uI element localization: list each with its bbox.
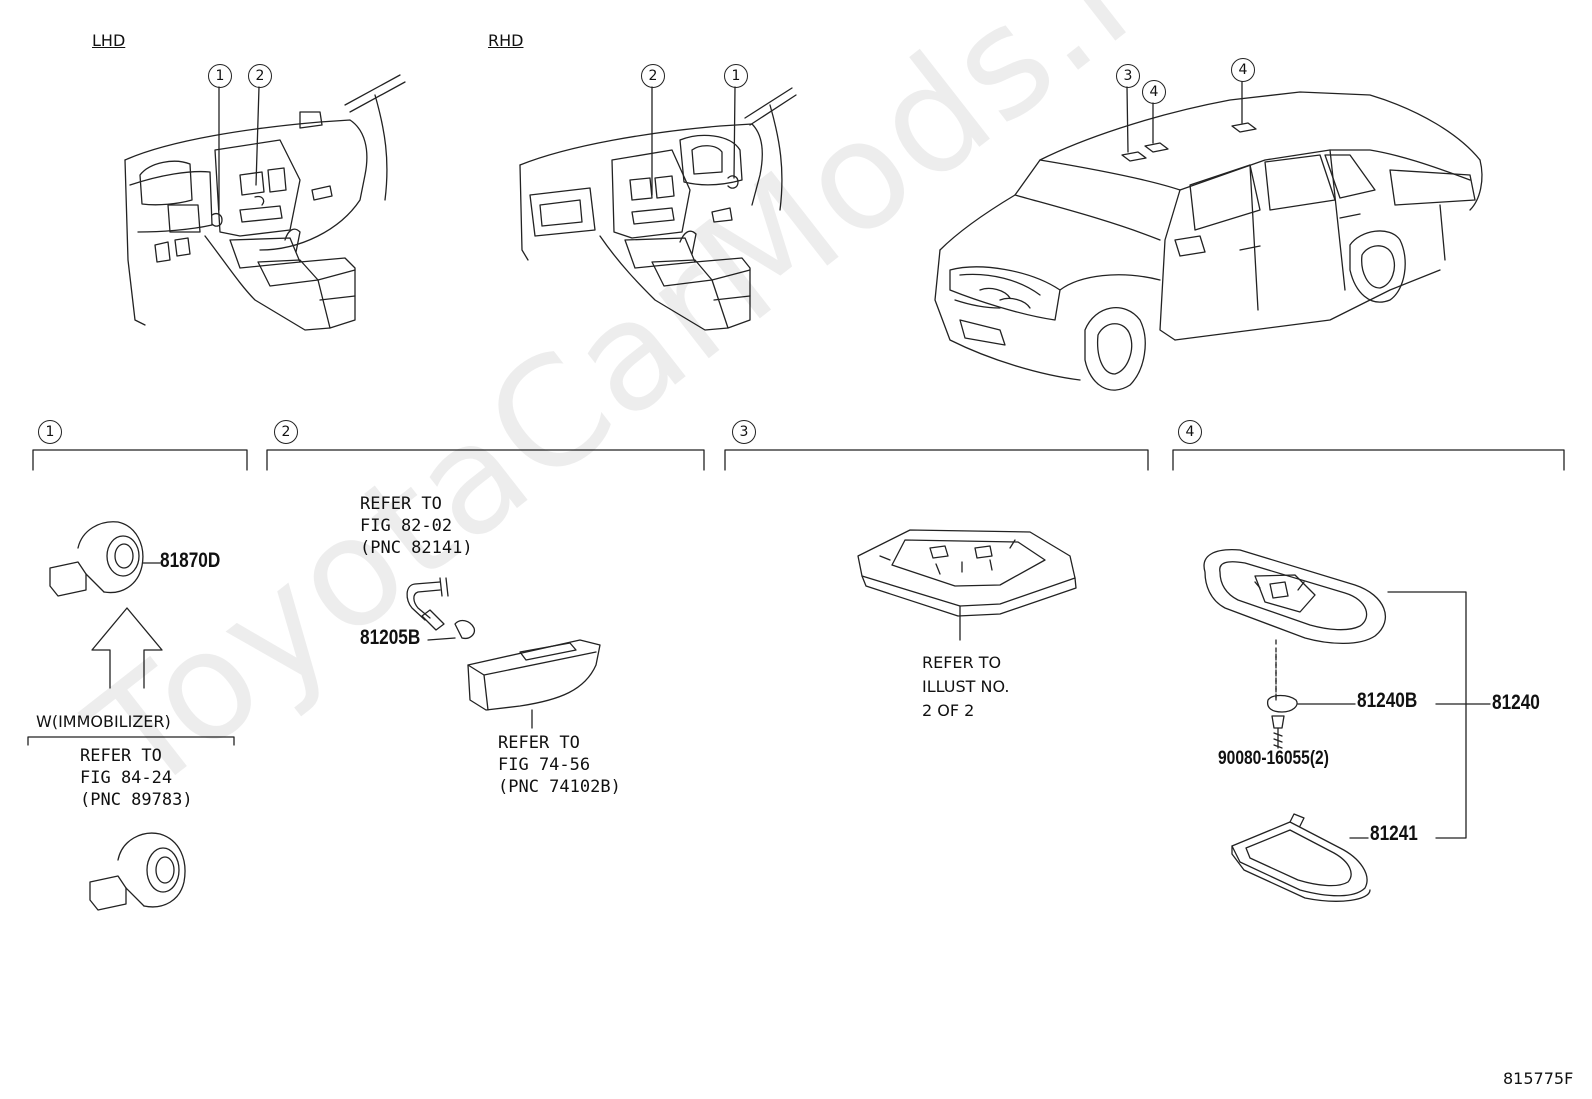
section-4-marker: 4 [1178, 420, 1202, 444]
vehicle-illustration [934, 91, 1483, 391]
callout-2-lhd: 2 [248, 64, 272, 88]
s3-ref-line2: ILLUST NO. [922, 677, 1010, 696]
ashtray-insert [467, 639, 601, 729]
part-81205b: 81205B [360, 626, 421, 649]
section-3-marker: 3 [732, 420, 756, 444]
rhd-dashboard-illustration [519, 87, 797, 331]
map-lamp-housing-81240 [1203, 549, 1386, 644]
lhd-label: LHD [92, 31, 126, 50]
section-2-marker: 2 [274, 420, 298, 444]
s2-ref-a-line1: REFER TO [360, 494, 442, 514]
s2-ref-a-line2: FIG 82-02 [360, 516, 453, 536]
immobilizer-option-label: W(IMMOBILIZER) [36, 712, 171, 731]
callout-4-vehicle-a: 4 [1142, 80, 1166, 104]
section-brackets [27, 449, 1565, 746]
s2-ref-a-line3: (PNC 82141) [360, 538, 473, 558]
map-lamp-bulb-81240b [1266, 653, 1356, 713]
figure-code: 815775F [1503, 1069, 1574, 1088]
part-81240b: 81240B [1357, 689, 1418, 712]
callout-1-rhd: 1 [724, 64, 748, 88]
part-81870d: 81870D [160, 549, 221, 572]
part-90080-16055: 90080-16055(2) [1218, 748, 1329, 769]
assembly-bracket [1387, 591, 1491, 839]
immobilizer-arrow [91, 607, 163, 689]
callout-4-vehicle-b: 4 [1231, 58, 1255, 82]
s1-ref-line3: (PNC 89783) [80, 790, 193, 810]
s2-ref-b-line3: (PNC 74102B) [498, 777, 621, 797]
antenna-coil-immobilizer [89, 832, 186, 911]
rhd-label: RHD [488, 31, 524, 50]
screw-90080-16055 [1271, 639, 1285, 749]
callout-leaders [218, 81, 1243, 211]
map-lamp-lens-81241 [1231, 813, 1371, 902]
callout-2-rhd: 2 [641, 64, 665, 88]
lhd-dashboard-illustration [124, 74, 406, 331]
s3-ref-line3: 2 OF 2 [922, 701, 975, 720]
callout-3-vehicle: 3 [1116, 64, 1140, 88]
s2-ref-b-line1: REFER TO [498, 733, 580, 753]
s1-ref-line1: REFER TO [80, 746, 162, 766]
s1-ref-line2: FIG 84-24 [80, 768, 173, 788]
antenna-coil-81870d [49, 521, 161, 597]
callout-1-lhd: 1 [208, 64, 232, 88]
room-lamp-assembly [857, 529, 1077, 641]
section-1-marker: 1 [38, 420, 62, 444]
s2-ref-b-line2: FIG 74-56 [498, 755, 591, 775]
s3-ref-line1: REFER TO [922, 653, 1002, 672]
socket-wire-and-bulb [406, 577, 476, 641]
part-81241: 81241 [1370, 822, 1418, 845]
part-81240: 81240 [1492, 691, 1540, 714]
